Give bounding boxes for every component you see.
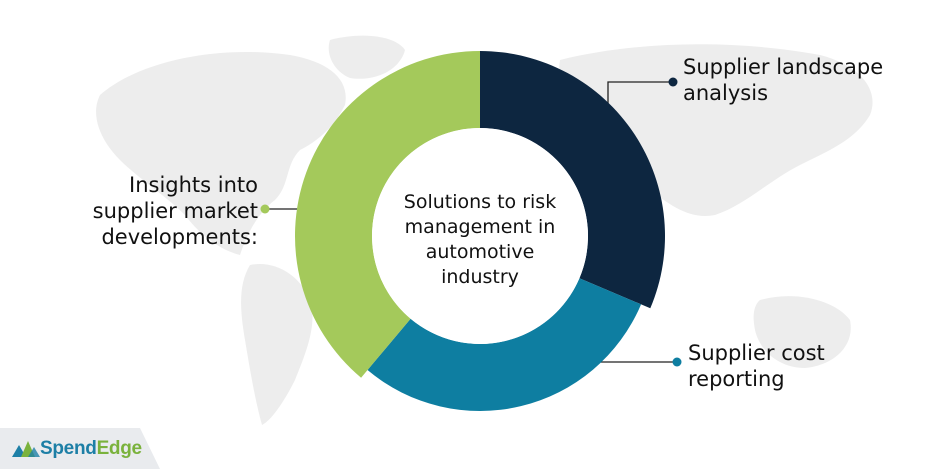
dot-insights — [260, 204, 270, 214]
center-circle — [372, 128, 588, 344]
label-line: supplier market — [92, 199, 258, 223]
label-line: Insights into — [129, 173, 258, 197]
dot-landscape — [668, 77, 678, 87]
spendedge-logo: SpendEdge — [40, 438, 142, 460]
label-line: Supplier landscape — [683, 55, 884, 79]
center-line: Solutions to risk — [403, 191, 557, 213]
donut-segment-supplier-landscape-analysis — [480, 51, 665, 309]
donut-segment-supplier-cost-reporting — [367, 278, 642, 411]
label-supplier-landscape-analysis: Supplier landscape analysis — [683, 54, 933, 106]
label-supplier-cost-reporting: Supplier cost reporting — [688, 340, 918, 392]
logo-part-spend: Spend — [40, 438, 97, 459]
label-line: reporting — [688, 367, 785, 391]
label-insights-supplier-market: Insights into supplier market developmen… — [18, 172, 258, 250]
label-line: developments: — [101, 225, 258, 249]
label-line: analysis — [683, 81, 769, 105]
label-line: Supplier cost — [688, 341, 825, 365]
donut-segment-insights-supplier-market — [295, 51, 480, 378]
logo-part-edge: Edge — [96, 438, 143, 459]
dot-cost — [672, 357, 682, 367]
center-title: Solutions to risk management in automoti… — [380, 190, 580, 290]
center-line: management in — [404, 216, 556, 238]
map-north-america — [96, 51, 346, 255]
map-greenland — [328, 35, 405, 79]
donut-ring — [295, 51, 665, 411]
center-line: industry — [441, 266, 519, 288]
center-line: automotive — [425, 241, 535, 263]
map-australia — [753, 296, 851, 368]
logo-band — [0, 428, 160, 469]
map-south-america — [241, 264, 313, 425]
spendedge-logo-icon — [12, 441, 40, 457]
